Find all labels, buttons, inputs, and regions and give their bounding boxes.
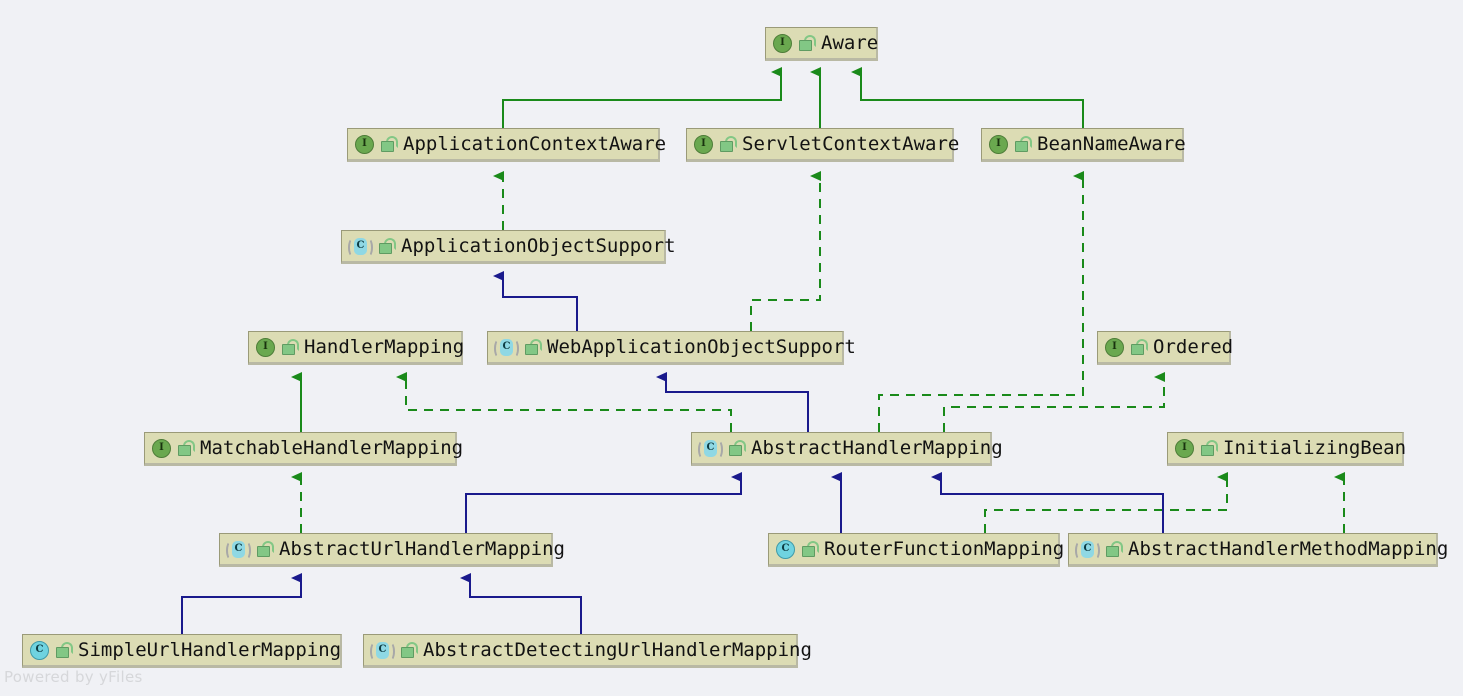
node-label: HandlerMapping bbox=[304, 335, 465, 358]
node-icons: I bbox=[355, 134, 398, 154]
node-icons: I bbox=[989, 134, 1032, 154]
class-icon: C bbox=[30, 640, 49, 660]
abstract-class-icon: C bbox=[226, 540, 251, 560]
node-icons: C bbox=[698, 439, 746, 459]
interface-icon: I bbox=[152, 438, 171, 458]
node-icons: I bbox=[256, 337, 299, 357]
node-icons: I bbox=[694, 134, 737, 154]
open-padlock-icon bbox=[1199, 440, 1218, 456]
node-icons: C bbox=[348, 237, 396, 257]
class-node-beannameaware[interactable]: I BeanNameAware bbox=[981, 128, 1186, 162]
node-label: InitializingBean bbox=[1223, 436, 1407, 459]
node-icons: I bbox=[1105, 337, 1148, 357]
node-icons: C bbox=[1075, 540, 1123, 560]
interface-icon: I bbox=[1105, 337, 1124, 357]
open-padlock-icon bbox=[800, 541, 819, 557]
interface-icon: I bbox=[256, 337, 275, 357]
open-padlock-icon bbox=[1129, 339, 1148, 355]
class-node-aware[interactable]: I Aware bbox=[765, 27, 878, 61]
class-node-abstracthandlermapping[interactable]: C AbstractHandlerMapping bbox=[691, 432, 1003, 466]
node-icons: C bbox=[30, 640, 73, 660]
class-node-matchablehandlermapping[interactable]: I MatchableHandlerMapping bbox=[144, 432, 463, 466]
node-label: AbstractHandlerMapping bbox=[751, 436, 1003, 459]
node-icons: C bbox=[226, 540, 274, 560]
node-label: BeanNameAware bbox=[1037, 132, 1186, 155]
interface-icon: I bbox=[773, 33, 792, 53]
open-padlock-icon bbox=[523, 339, 542, 355]
node-label: Aware bbox=[821, 31, 879, 54]
class-node-simpleurlhandlermapping[interactable]: C SimpleUrlHandlerMapping bbox=[22, 634, 342, 668]
open-padlock-icon bbox=[377, 238, 396, 254]
abstract-class-icon: C bbox=[494, 338, 519, 358]
abstract-class-icon: C bbox=[370, 641, 395, 661]
node-icons: C bbox=[776, 539, 819, 559]
open-padlock-icon bbox=[718, 136, 737, 152]
class-node-routerfunctionmapping[interactable]: C RouterFunctionMapping bbox=[768, 533, 1064, 567]
class-node-webapplicationobjectsupport[interactable]: C WebApplicationObjectSupport bbox=[487, 331, 856, 365]
interface-icon: I bbox=[1175, 438, 1194, 458]
node-icons: I bbox=[152, 438, 195, 458]
node-icons: C bbox=[370, 641, 418, 661]
abstract-class-icon: C bbox=[348, 237, 373, 257]
abstract-class-icon: C bbox=[698, 439, 723, 459]
node-label: RouterFunctionMapping bbox=[824, 537, 1065, 560]
node-icons: C bbox=[494, 338, 542, 358]
class-node-servletcontextaware[interactable]: I ServletContextAware bbox=[686, 128, 959, 162]
node-label: AbstractUrlHandlerMapping bbox=[279, 537, 565, 560]
node-label: Ordered bbox=[1153, 335, 1234, 358]
open-padlock-icon bbox=[379, 136, 398, 152]
class-icon: C bbox=[776, 539, 795, 559]
open-padlock-icon bbox=[399, 642, 418, 658]
open-padlock-icon bbox=[280, 339, 299, 355]
class-node-ordered[interactable]: I Ordered bbox=[1097, 331, 1234, 365]
class-node-applicationcontextaware[interactable]: I ApplicationContextAware bbox=[347, 128, 666, 162]
open-padlock-icon bbox=[255, 541, 274, 557]
open-padlock-icon bbox=[1013, 136, 1032, 152]
open-padlock-icon bbox=[1104, 541, 1123, 557]
node-label: MatchableHandlerMapping bbox=[200, 436, 464, 459]
open-padlock-icon bbox=[54, 642, 73, 658]
class-node-abstractdetectingurlhandlermapping[interactable]: C AbstractDetectingUrlHandlerMapping bbox=[363, 634, 812, 668]
interface-icon: I bbox=[694, 134, 713, 154]
interface-icon: I bbox=[989, 134, 1008, 154]
class-node-applicationobjectsupport[interactable]: C ApplicationObjectSupport bbox=[341, 230, 676, 264]
class-node-abstracthandlermethodmapping[interactable]: C AbstractHandlerMethodMapping bbox=[1068, 533, 1448, 567]
interface-icon: I bbox=[355, 134, 374, 154]
node-icons: I bbox=[773, 33, 816, 53]
node-label: AbstractDetectingUrlHandlerMapping bbox=[423, 638, 812, 661]
node-label: WebApplicationObjectSupport bbox=[547, 335, 856, 358]
node-label: ApplicationObjectSupport bbox=[401, 234, 676, 257]
node-label: ApplicationContextAware bbox=[403, 132, 667, 155]
abstract-class-icon: C bbox=[1075, 540, 1100, 560]
yfiles-watermark: Powered by yFiles bbox=[4, 668, 143, 686]
node-icons: I bbox=[1175, 438, 1218, 458]
edge-group-class-extends bbox=[181, 271, 1164, 634]
open-padlock-icon bbox=[176, 440, 195, 456]
open-padlock-icon bbox=[727, 440, 746, 456]
class-node-abstracturlhandlermapping[interactable]: C AbstractUrlHandlerMapping bbox=[219, 533, 565, 567]
edge-group-implements bbox=[291, 171, 1345, 533]
node-label: AbstractHandlerMethodMapping bbox=[1128, 537, 1449, 560]
open-padlock-icon bbox=[797, 35, 816, 51]
node-label: SimpleUrlHandlerMapping bbox=[78, 638, 342, 661]
class-node-initializingbean[interactable]: I InitializingBean bbox=[1167, 432, 1407, 466]
node-label: ServletContextAware bbox=[742, 132, 960, 155]
class-node-handlermapping[interactable]: I HandlerMapping bbox=[248, 331, 465, 365]
